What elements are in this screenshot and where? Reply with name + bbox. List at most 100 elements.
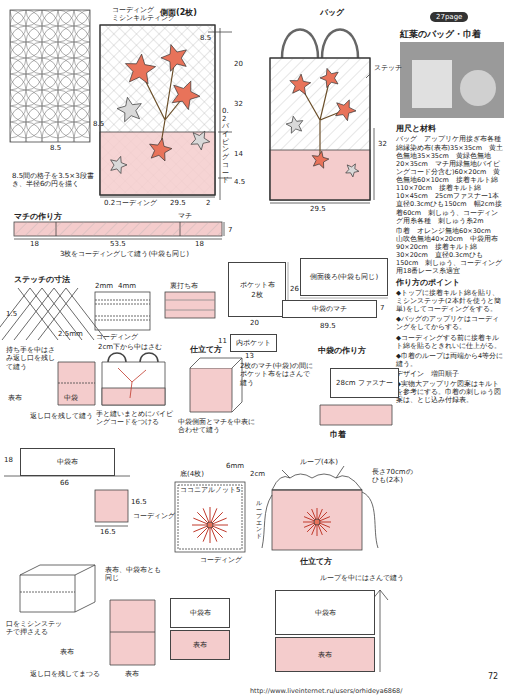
petal-stitch xyxy=(192,525,207,526)
page-badge: 27page xyxy=(430,12,468,22)
label: 表布、中袋布とも同じ xyxy=(105,566,165,583)
note-text: ◆トップに接着キルト綿を貼り、ミシンステッチ(2本針を使うと簡単)をしてコーディ… xyxy=(396,289,504,313)
label: 8.5 xyxy=(200,34,211,42)
label: 1.5 xyxy=(6,310,17,318)
section-heading: ステッチの寸法 xyxy=(14,275,70,285)
label: 2mm xyxy=(95,282,113,290)
pattern-piece: 表布 xyxy=(275,637,375,672)
note-text: デザイン 増田順子 xyxy=(396,370,504,378)
note-text: ◆コーディングする前に接着キルト綿を貼るときれいに仕上がる。 xyxy=(396,334,504,350)
piece-label: 表布 xyxy=(318,650,332,660)
section-heading: 作り方のポイント xyxy=(396,278,504,287)
label: http://www.liveinternet.ru/users/orhidey… xyxy=(250,688,402,696)
petal-stitch xyxy=(318,525,322,535)
photo-pouch xyxy=(460,70,496,106)
piece-label: 内ポケット xyxy=(236,338,271,348)
photo xyxy=(400,42,504,118)
label: マチ xyxy=(178,212,192,220)
label: 0.2コーディング xyxy=(104,199,157,207)
section-heading: 中袋の作り方 xyxy=(318,346,366,356)
label: 返し口を残してまつる xyxy=(30,670,100,678)
petal-stitch xyxy=(197,512,208,523)
stitch-line xyxy=(0,288,30,340)
pattern-piece: 中袋のマチ xyxy=(282,300,377,318)
label: 底(4枚) xyxy=(180,470,204,478)
pattern-piece: 中袋布 xyxy=(170,598,230,628)
label: 29.5 xyxy=(170,199,186,207)
label: 72 xyxy=(488,672,498,682)
note-text: ◆巾着のループは両端から4等分に縫う。 xyxy=(396,352,504,368)
title: 紅葉のバッグ・巾着 xyxy=(400,28,481,41)
petal-stitch xyxy=(213,526,227,532)
label: 66 xyxy=(60,479,69,487)
petal-stitch xyxy=(211,528,217,542)
label: 4.5 xyxy=(234,178,245,186)
section-heading: バッグ xyxy=(320,8,344,18)
label: 持ち手を中はさみ返し口を残して縫う xyxy=(6,346,56,371)
piece-label: 中袋布 xyxy=(57,457,78,467)
label: 長さ70cmのひも(2本) xyxy=(372,468,418,485)
label: ループエンド xyxy=(256,500,262,540)
quilt-circle xyxy=(10,122,26,142)
petal-stitch xyxy=(210,507,211,522)
label: 2cm xyxy=(250,470,265,478)
stitch-line xyxy=(2,288,42,340)
petal-stitch xyxy=(304,523,314,527)
maple-leaf xyxy=(172,81,200,109)
label: 32 xyxy=(378,140,387,148)
label: 7 xyxy=(380,304,384,312)
flower-center xyxy=(314,519,320,525)
piece-label: 2枚 xyxy=(251,290,262,300)
label: 32 xyxy=(234,100,243,108)
materials-column: 用尺と材料バッグ アップリケ用接ぎ布各種 綿縁染め布(表布)35×35cm 黄土… xyxy=(396,124,504,407)
pattern-piece: 内ポケット xyxy=(230,334,277,352)
label: 14 xyxy=(234,150,243,158)
label: 表布 xyxy=(8,394,22,402)
maple-leaf xyxy=(286,116,303,133)
petal-stitch xyxy=(210,528,211,543)
note-text: ◆実物大アップリケ図案はキルトを参考にする。巾着の刺しゅう図案は、とじ込み付録表… xyxy=(396,380,504,404)
label: 53.5 xyxy=(110,240,126,248)
leaf-stem xyxy=(140,58,345,160)
pattern-piece: 側面後ろ(中袋も同じ) xyxy=(300,258,388,296)
flower-center xyxy=(207,522,213,528)
maple-leaf xyxy=(161,45,186,72)
label: 89.5 xyxy=(320,322,336,330)
label: 20 xyxy=(234,60,243,68)
label: 2.5mm xyxy=(58,330,83,338)
label: 18 xyxy=(4,456,13,464)
label: コーディング xyxy=(112,6,154,14)
label: 8.5間の格子を3.5×3段書き、半径6の円を描く xyxy=(12,172,102,189)
pattern-piece: ポケット布2枚 xyxy=(228,262,286,317)
section-heading: 仕立て方 xyxy=(300,557,332,567)
piece-label: 中袋布 xyxy=(315,608,336,618)
petal-stitch xyxy=(197,527,208,538)
note-text: 巾着 オレンジ無地60×30cm 山吹色無地40×20cm 中袋用布90×20c… xyxy=(396,227,504,276)
maple-leaf xyxy=(290,74,311,94)
label: ループを中にはさんで縫う xyxy=(320,574,404,582)
label: 16.5 xyxy=(131,498,147,506)
label: 返し口を残して縫う xyxy=(30,412,93,420)
label: 16.5 xyxy=(100,528,116,536)
maple-leaf xyxy=(117,97,141,122)
petal-stitch xyxy=(320,522,331,523)
label: 4mm xyxy=(118,282,136,290)
petal-stitch xyxy=(193,526,207,532)
section-heading: 用尺と材料 xyxy=(396,124,504,133)
pattern-piece: 中袋布 xyxy=(20,448,115,476)
piece-label: 28cm ファスナー xyxy=(336,378,393,388)
label: 0.2パイピングコード xyxy=(222,108,229,185)
section-heading: 巾着 xyxy=(330,430,346,440)
label: ミシンキルティング xyxy=(112,14,175,22)
piece-label: 側面後ろ(中袋も同じ) xyxy=(310,272,378,282)
piece-label: 中袋布 xyxy=(190,608,211,618)
maple-leaf xyxy=(320,68,338,87)
label: 2 xyxy=(206,199,210,207)
photo-bag xyxy=(412,60,452,108)
label: コーディング xyxy=(96,333,138,341)
label: 8.5 xyxy=(93,120,104,128)
petal-stitch xyxy=(203,508,209,522)
petal-stitch xyxy=(212,527,223,538)
label: 18 xyxy=(195,240,204,248)
